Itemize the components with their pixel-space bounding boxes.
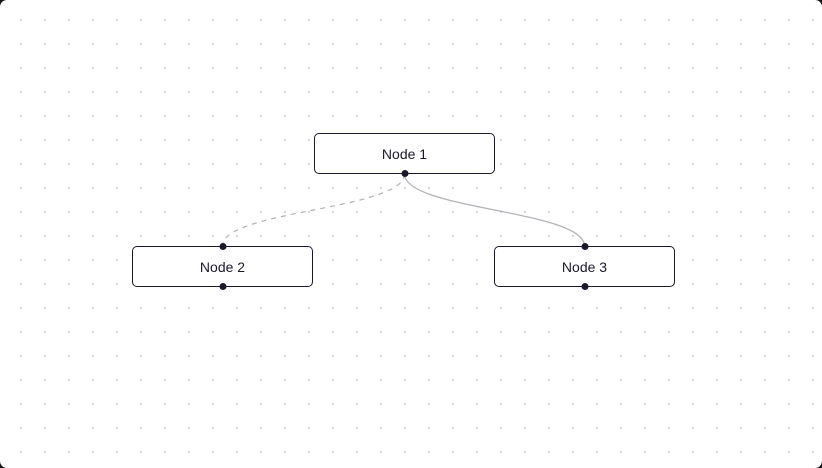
node-3-label: Node 3	[561, 258, 608, 275]
node-2-source-handle-icon[interactable]	[219, 283, 226, 290]
node-2[interactable]: Node 2	[132, 243, 313, 290]
edge-node1-node2[interactable]	[221, 173, 406, 247]
node-1-label: Node 1	[381, 145, 428, 162]
node-2-target-handle-icon[interactable]	[219, 243, 226, 250]
node-3[interactable]: Node 3	[494, 243, 675, 290]
edge-node1-node3[interactable]	[403, 173, 586, 247]
node-3-source-handle-icon[interactable]	[581, 283, 588, 290]
node-2-label: Node 2	[199, 258, 246, 275]
node-1[interactable]: Node 1	[314, 133, 495, 177]
node-1-source-handle-icon[interactable]	[401, 170, 408, 177]
node-3-target-handle-icon[interactable]	[581, 243, 588, 250]
